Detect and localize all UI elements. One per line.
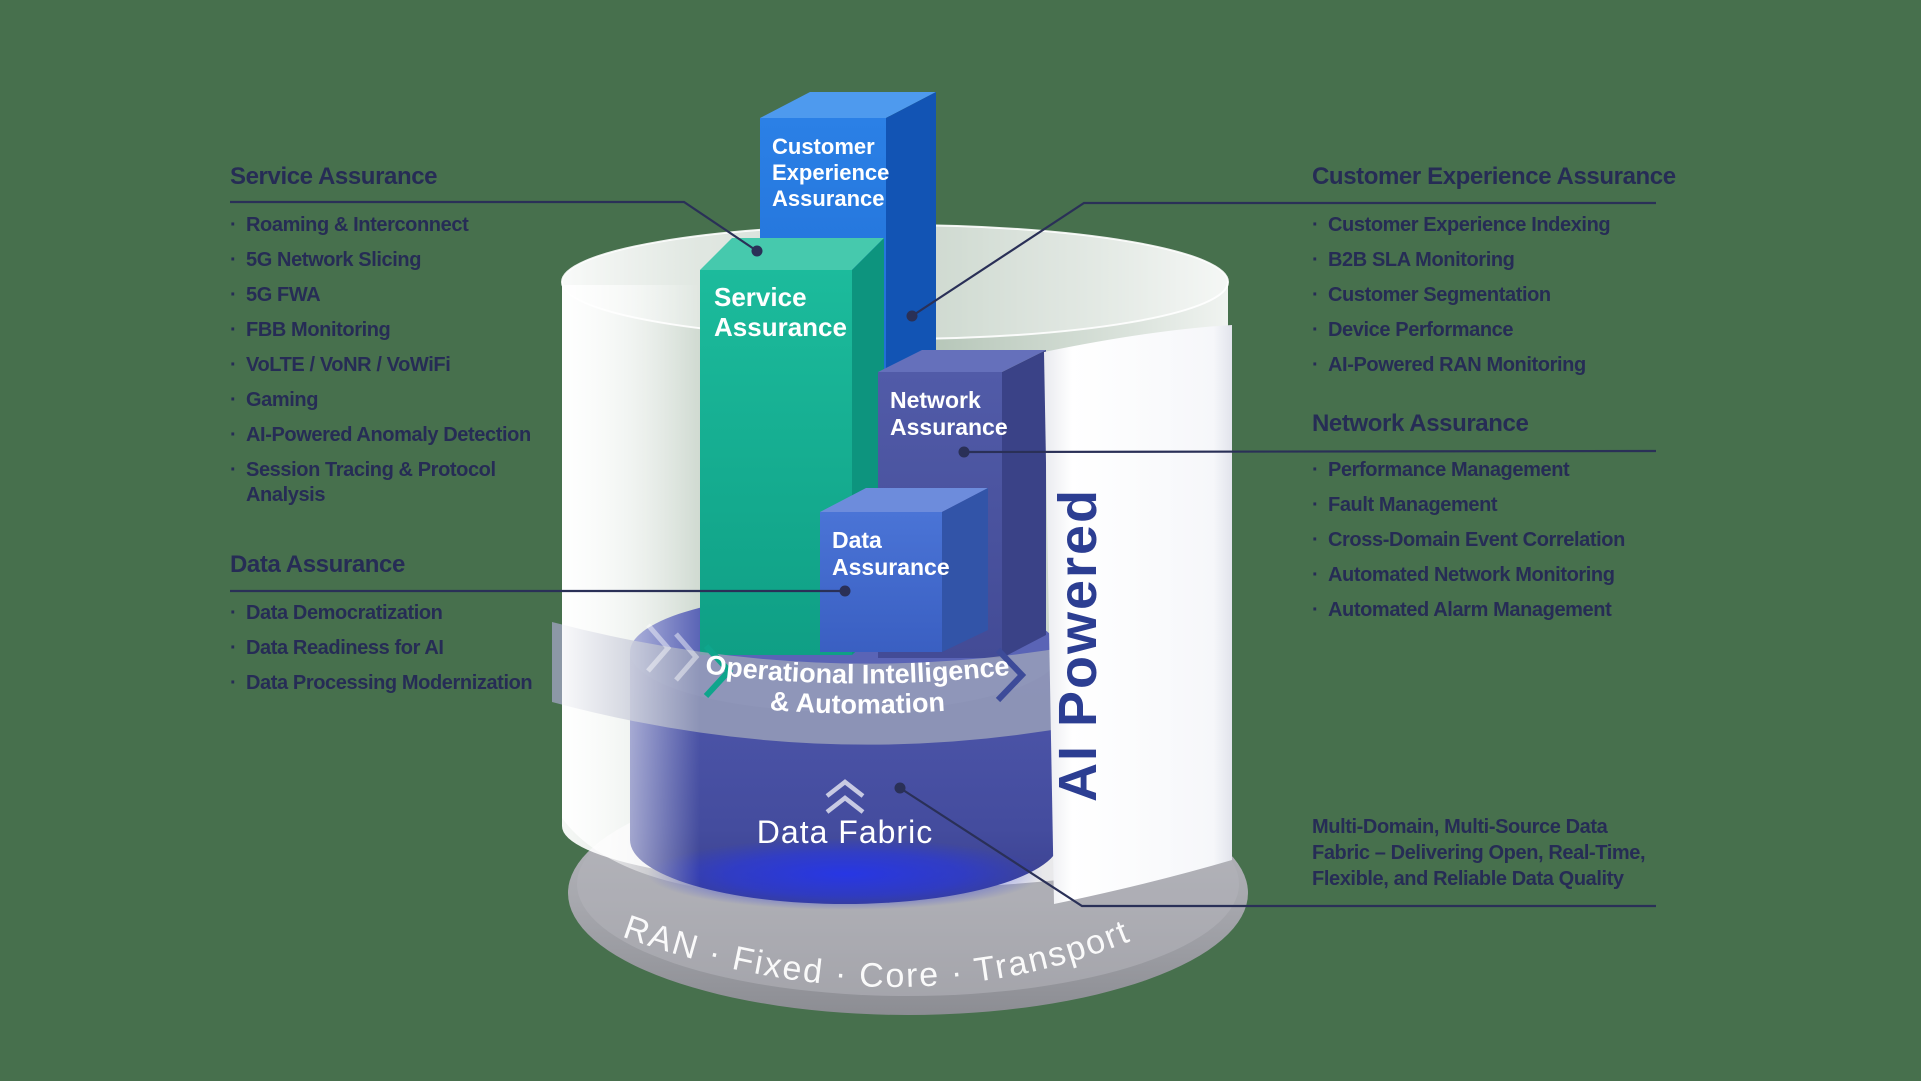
list-item: Session Tracing & Protocol Analysis	[230, 455, 546, 510]
list-item: FBB Monitoring	[230, 315, 565, 350]
list-item: Automated Network Monitoring	[1312, 560, 1732, 595]
bar-label: Experience	[772, 160, 889, 185]
data-fabric-note: Multi-Domain, Multi-Source Data Fabric –…	[1312, 814, 1732, 892]
list-item: Data Processing Modernization	[230, 668, 565, 703]
customer-experience-assurance-section: Customer Experience Assurance	[1312, 164, 1676, 190]
list-item: Performance Management	[1312, 455, 1732, 490]
bar-label: Customer	[772, 134, 875, 159]
bar-label: Assurance	[832, 554, 950, 580]
connector-dot	[894, 782, 906, 794]
list-item: 5G Network Slicing	[230, 245, 565, 280]
glass-front-highlight	[562, 285, 700, 888]
note-line: Fabric – Delivering Open, Real-Time,	[1312, 842, 1646, 864]
list-item: 5G FWA	[230, 280, 565, 315]
bar-data-assurance: Data Assurance	[820, 488, 988, 652]
customer-experience-assurance-list: Customer Experience Indexing B2B SLA Mon…	[1312, 210, 1732, 385]
list-item: AI-Powered Anomaly Detection	[230, 420, 565, 455]
service-assurance-list: Roaming & Interconnect 5G Network Slicin…	[230, 210, 565, 510]
data-fabric-label: Data Fabric	[757, 814, 933, 850]
connector-dot	[751, 245, 763, 257]
list-item: VoLTE / VoNR / VoWiFi	[230, 350, 565, 385]
chevron-right-icon	[703, 643, 734, 699]
ai-powered-label: AI Powered	[1048, 488, 1108, 802]
service-assurance-section: Service Assurance	[230, 163, 438, 190]
bar-label: Data	[832, 527, 882, 553]
section-title-customer-experience-assurance: Customer Experience Assurance	[1312, 163, 1676, 190]
connector-dot	[839, 585, 851, 597]
connector-dots	[751, 245, 970, 794]
connector-data-fabric	[899, 787, 1656, 908]
note-line: Multi-Domain, Multi-Source Data	[1312, 816, 1608, 838]
list-item: Cross-Domain Event Correlation	[1312, 525, 1732, 560]
bar-label: Assurance	[890, 414, 1008, 440]
chevron-up-icon	[825, 795, 865, 814]
data-assurance-section: Data Assurance	[230, 552, 405, 578]
note-line: Flexible, and Reliable Data Quality	[1312, 868, 1624, 890]
section-title-data-assurance: Data Assurance	[230, 551, 405, 578]
connector-dot	[906, 310, 918, 322]
connector-customer-experience	[911, 201, 1656, 317]
connector-network	[963, 449, 1657, 454]
ai-powered-band: AI Powered	[1044, 325, 1232, 904]
list-item: Customer Segmentation	[1312, 280, 1732, 315]
network-assurance-section: Network Assurance	[1312, 410, 1529, 437]
connectors	[230, 200, 1657, 908]
list-item: AI-Powered RAN Monitoring	[1312, 350, 1732, 385]
bar-label: Network	[890, 387, 981, 413]
list-item: Device Performance	[1312, 315, 1732, 350]
list-item: Gaming	[230, 385, 565, 420]
list-item: Customer Experience Indexing	[1312, 210, 1732, 245]
section-title-service-assurance: Service Assurance	[230, 163, 438, 190]
list-item: B2B SLA Monitoring	[1312, 245, 1732, 280]
chevron-up-icon	[825, 779, 865, 798]
list-item: Data Readiness for AI	[230, 633, 565, 668]
list-item: Fault Management	[1312, 490, 1732, 525]
bar-label: Service	[714, 282, 807, 312]
list-item: Data Democratization	[230, 598, 565, 633]
chevron-right-icon	[995, 647, 1027, 703]
connector-service	[230, 200, 758, 252]
section-title-network-assurance: Network Assurance	[1312, 410, 1529, 437]
ring-glow	[647, 838, 1043, 910]
connector-dot	[958, 446, 970, 458]
data-assurance-list: Data Democratization Data Readiness for …	[230, 598, 565, 703]
operational-ring-label: & Automation	[769, 686, 946, 720]
list-item: Automated Alarm Management	[1312, 595, 1732, 630]
bar-label: Assurance	[772, 186, 885, 211]
bar-label: Assurance	[714, 312, 847, 342]
list-item: Roaming & Interconnect	[230, 210, 565, 245]
network-assurance-list: Performance Management Fault Management …	[1312, 455, 1732, 630]
